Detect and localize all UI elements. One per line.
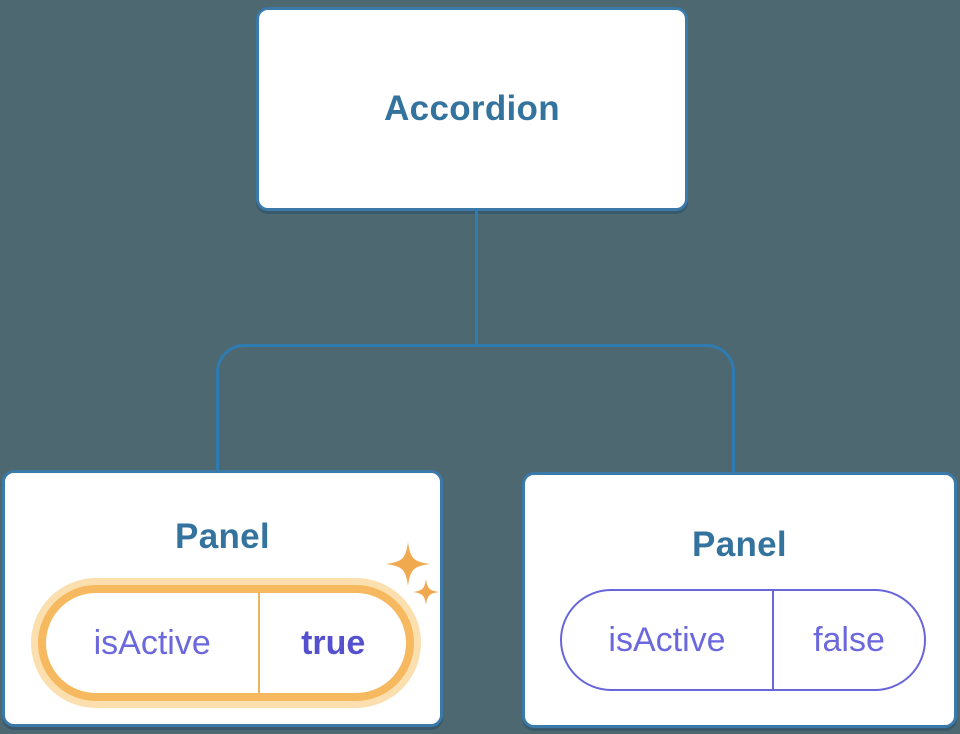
accordion-node: Accordion [256,7,688,211]
panel-node-inactive: Panel isActive false [522,472,957,728]
sparkles-icon [386,542,439,605]
panel-title: Panel [175,517,270,556]
connector-stem [475,210,478,344]
state-name-label: isActive [608,620,726,659]
pill-divider [771,591,774,689]
state-pill-active: isActive true [38,585,414,701]
accordion-node-label: Accordion [384,89,560,128]
pill-divider [258,593,261,693]
panel-node-active: Panel isActive true [2,470,443,727]
state-pill-inactive: isActive false [560,589,926,691]
state-name-label: isActive [93,623,211,662]
state-value-label: true [301,623,366,662]
panel-title: Panel [692,525,787,564]
connector-branch [216,344,735,472]
state-value-label: false [813,620,885,659]
